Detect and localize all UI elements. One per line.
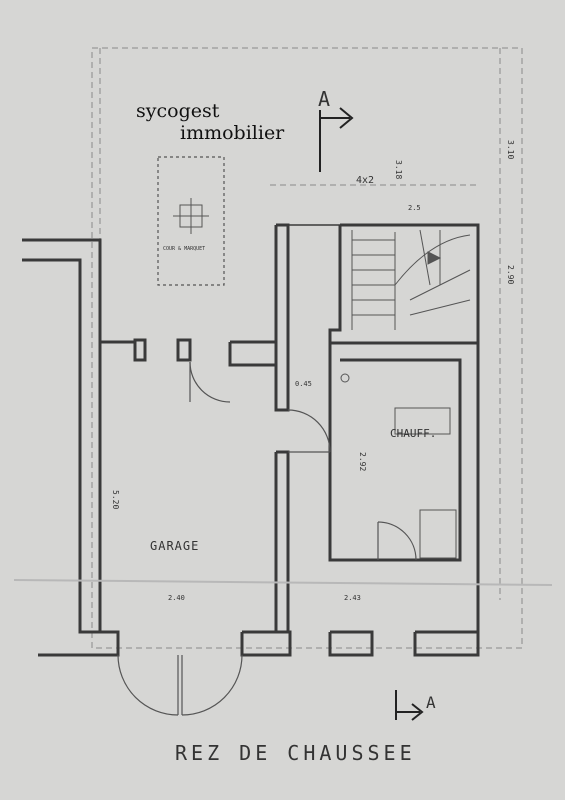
dim-right-mid: 2.90: [506, 265, 515, 284]
room-label-chauff: CHAUFF.: [390, 427, 436, 440]
dim-chauff-height: 2.92: [358, 452, 367, 471]
cour-marker-label: COUR & MARQUET: [163, 246, 205, 252]
section-arrow-bottom: [395, 690, 424, 721]
dim-wall-a: 0.45: [295, 380, 312, 388]
dim-garage-height: 5.20: [111, 490, 120, 509]
room-label-garage: GARAGE: [150, 539, 199, 553]
watermark-line-1: sycogest: [136, 100, 220, 122]
cour-marker-box: [157, 156, 225, 286]
cour-grid-symbol: [173, 198, 209, 234]
plan-title: REZ DE CHAUSSEE: [175, 741, 416, 765]
section-arrow-top: [319, 107, 354, 172]
watermark-line-2: immobilier: [180, 122, 285, 144]
section-marker-bottom: A: [426, 693, 436, 712]
dim-stair-note: 2.5: [408, 204, 421, 212]
walls: [22, 223, 480, 657]
dim-right-top: 3.10: [506, 140, 515, 159]
door-swings: [117, 361, 417, 716]
paper-fold: [13, 579, 553, 586]
outer-dimension-frame: [91, 47, 523, 649]
dim-left-top: 3.18: [394, 160, 403, 179]
dim-bottom-2: 2.43: [344, 594, 361, 602]
section-marker-top: A: [318, 87, 330, 111]
chauff-fixtures: [340, 373, 457, 559]
dim-top-width: 4x2: [356, 175, 374, 186]
dim-bottom-1: 2.40: [168, 594, 185, 602]
staircase: [351, 229, 471, 330]
